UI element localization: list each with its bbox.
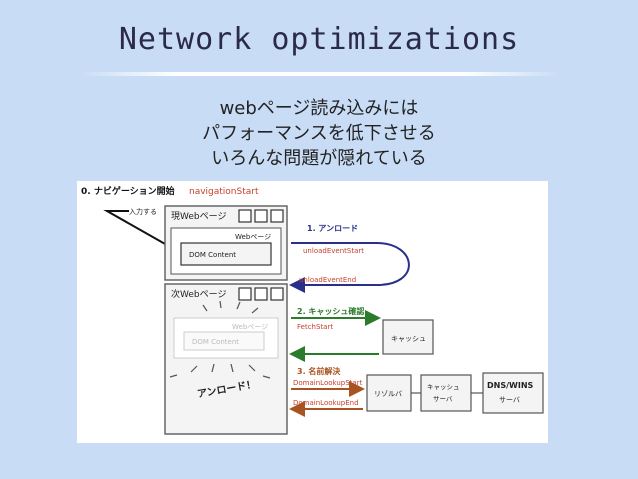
step1-label: 1. アンロード	[307, 224, 358, 233]
next-page-label: 次Webページ	[171, 288, 226, 300]
cache-label: キャッシュ	[391, 335, 426, 343]
unload-end-label: unloadEventEnd	[299, 276, 356, 284]
window-control-icon	[270, 209, 284, 223]
slide-subtitle: webページ読み込みには パフォーマンスを低下させる いろんな問題が隠れている	[0, 96, 638, 171]
subtitle-line-3: いろんな問題が隠れている	[211, 148, 427, 169]
cache-box	[382, 319, 434, 355]
window-control-icon	[238, 209, 252, 223]
dom-content-label: DOM Content	[189, 251, 236, 259]
domain-lookup-end-label: DomainLookupEnd	[293, 399, 359, 407]
page-load-diagram: 0. ナビゲーション開始 navigationStart 入力する 現Webペー…	[81, 185, 544, 435]
nav-heading: 0. ナビゲーション開始	[81, 185, 175, 197]
web-page-label: Webページ	[235, 233, 271, 241]
unload-arrow	[289, 242, 410, 293]
cache-server-line1: キャッシュ	[427, 383, 460, 391]
dns-line2: サーバ	[499, 396, 520, 404]
next-web-page-label: Webページ	[232, 323, 268, 331]
nav-event-label: navigationStart	[189, 187, 259, 197]
input-label: 入力する	[129, 207, 157, 216]
dns-server-box	[482, 372, 544, 414]
window-control-icon	[254, 287, 268, 301]
diagram-panel: 0. ナビゲーション開始 navigationStart 入力する 現Webペー…	[77, 181, 548, 443]
title-underline	[80, 72, 560, 76]
cache-server-line2: サーバ	[433, 395, 453, 403]
resolver-label: リゾルバ	[374, 390, 402, 398]
window-control-icon	[270, 287, 284, 301]
step3-label: 3. 名前解決	[297, 366, 341, 376]
dns-line1: DNS/WINS	[487, 381, 534, 390]
cache-server-box	[420, 374, 472, 412]
current-page-label: 現Webページ	[171, 211, 226, 222]
input-arrow	[103, 210, 183, 254]
window-control-icon	[254, 209, 268, 223]
current-page-window: 現Webページ Webページ DOM Content	[164, 205, 288, 281]
subtitle-line-2: パフォーマンスを低下させる	[202, 123, 436, 144]
fetch-start-label: FetchStart	[297, 323, 333, 331]
resolver-box	[366, 374, 412, 412]
burst-lines	[169, 300, 271, 379]
window-control-icon	[238, 287, 252, 301]
slide-title: Network optimizations	[118, 22, 520, 57]
next-page-window: 次Webページ Webページ DOM Content アンロード！	[164, 283, 288, 435]
next-dom-content-label: DOM Content	[192, 338, 239, 346]
domain-lookup-start-label: DomainLookupStart	[293, 379, 363, 387]
step2-label: 2. キャッシュ確認	[297, 306, 364, 316]
subtitle-line-1: webページ読み込みには	[219, 98, 419, 119]
unload-start-label: unloadEventStart	[303, 247, 364, 255]
